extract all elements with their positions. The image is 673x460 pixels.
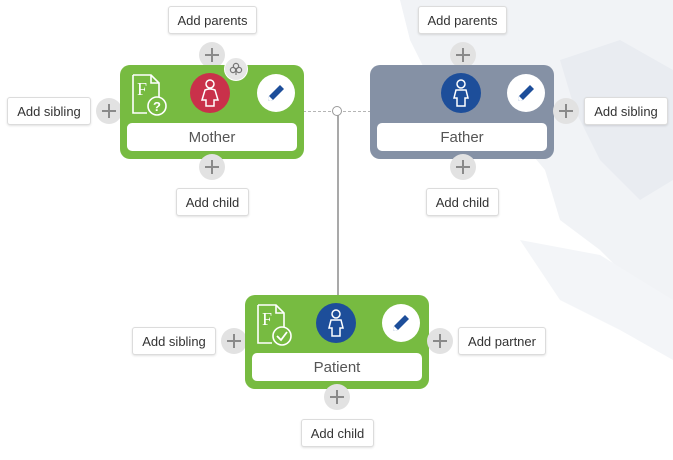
plus-icon [456, 160, 470, 174]
mother-add-child-plus[interactable] [199, 154, 225, 180]
pencil-icon [518, 85, 534, 101]
father-add-sibling-plus[interactable] [553, 98, 579, 124]
female-person-icon [190, 73, 230, 113]
plus-icon [433, 334, 447, 348]
patient-card[interactable]: F Patient [245, 295, 429, 389]
patient-add-child-plus[interactable] [324, 384, 350, 410]
svg-text:?: ? [153, 99, 161, 114]
father-add-child-plus[interactable] [450, 154, 476, 180]
father-add-parents-button[interactable]: Add parents [418, 6, 507, 34]
svg-text:F: F [137, 79, 147, 99]
plus-icon [205, 48, 219, 62]
couple-junction-node [332, 106, 342, 116]
father-add-sibling-button[interactable]: Add sibling [584, 97, 668, 125]
mother-add-parents-plus[interactable] [199, 42, 225, 68]
plus-icon [205, 160, 219, 174]
father-name: Father [377, 123, 547, 151]
male-person-icon [441, 73, 481, 113]
pencil-icon [393, 315, 409, 331]
family-history-doc-icon: F [257, 304, 292, 346]
patient-add-sibling-button[interactable]: Add sibling [132, 327, 216, 355]
mother-add-child-button[interactable]: Add child [176, 188, 249, 216]
patient-add-partner-plus[interactable] [427, 328, 453, 354]
patient-edit-button[interactable] [382, 304, 420, 342]
patient-add-sibling-plus[interactable] [221, 328, 247, 354]
male-person-icon [316, 303, 356, 343]
plus-icon [559, 104, 573, 118]
father-add-child-button[interactable]: Add child [426, 188, 499, 216]
descent-line [337, 113, 339, 296]
mother-edit-button[interactable] [257, 74, 295, 112]
plus-icon [330, 390, 344, 404]
pencil-icon [268, 85, 284, 101]
father-edit-button[interactable] [507, 74, 545, 112]
mother-card[interactable]: F ? Mother [120, 57, 304, 159]
family-history-doc-icon: F ? [132, 74, 167, 116]
club-icon [224, 57, 248, 81]
mother-name: Mother [127, 123, 297, 151]
mother-add-sibling-button[interactable]: Add sibling [7, 97, 91, 125]
plus-icon [102, 104, 116, 118]
father-card[interactable]: Father [370, 65, 554, 159]
plus-icon [456, 48, 470, 62]
svg-text:F: F [262, 309, 272, 329]
mother-add-parents-button[interactable]: Add parents [168, 6, 257, 34]
father-add-parents-plus[interactable] [450, 42, 476, 68]
patient-add-child-button[interactable]: Add child [301, 419, 374, 447]
plus-icon [227, 334, 241, 348]
patient-name: Patient [252, 353, 422, 381]
patient-add-partner-button[interactable]: Add partner [458, 327, 546, 355]
mother-add-sibling-plus[interactable] [96, 98, 122, 124]
